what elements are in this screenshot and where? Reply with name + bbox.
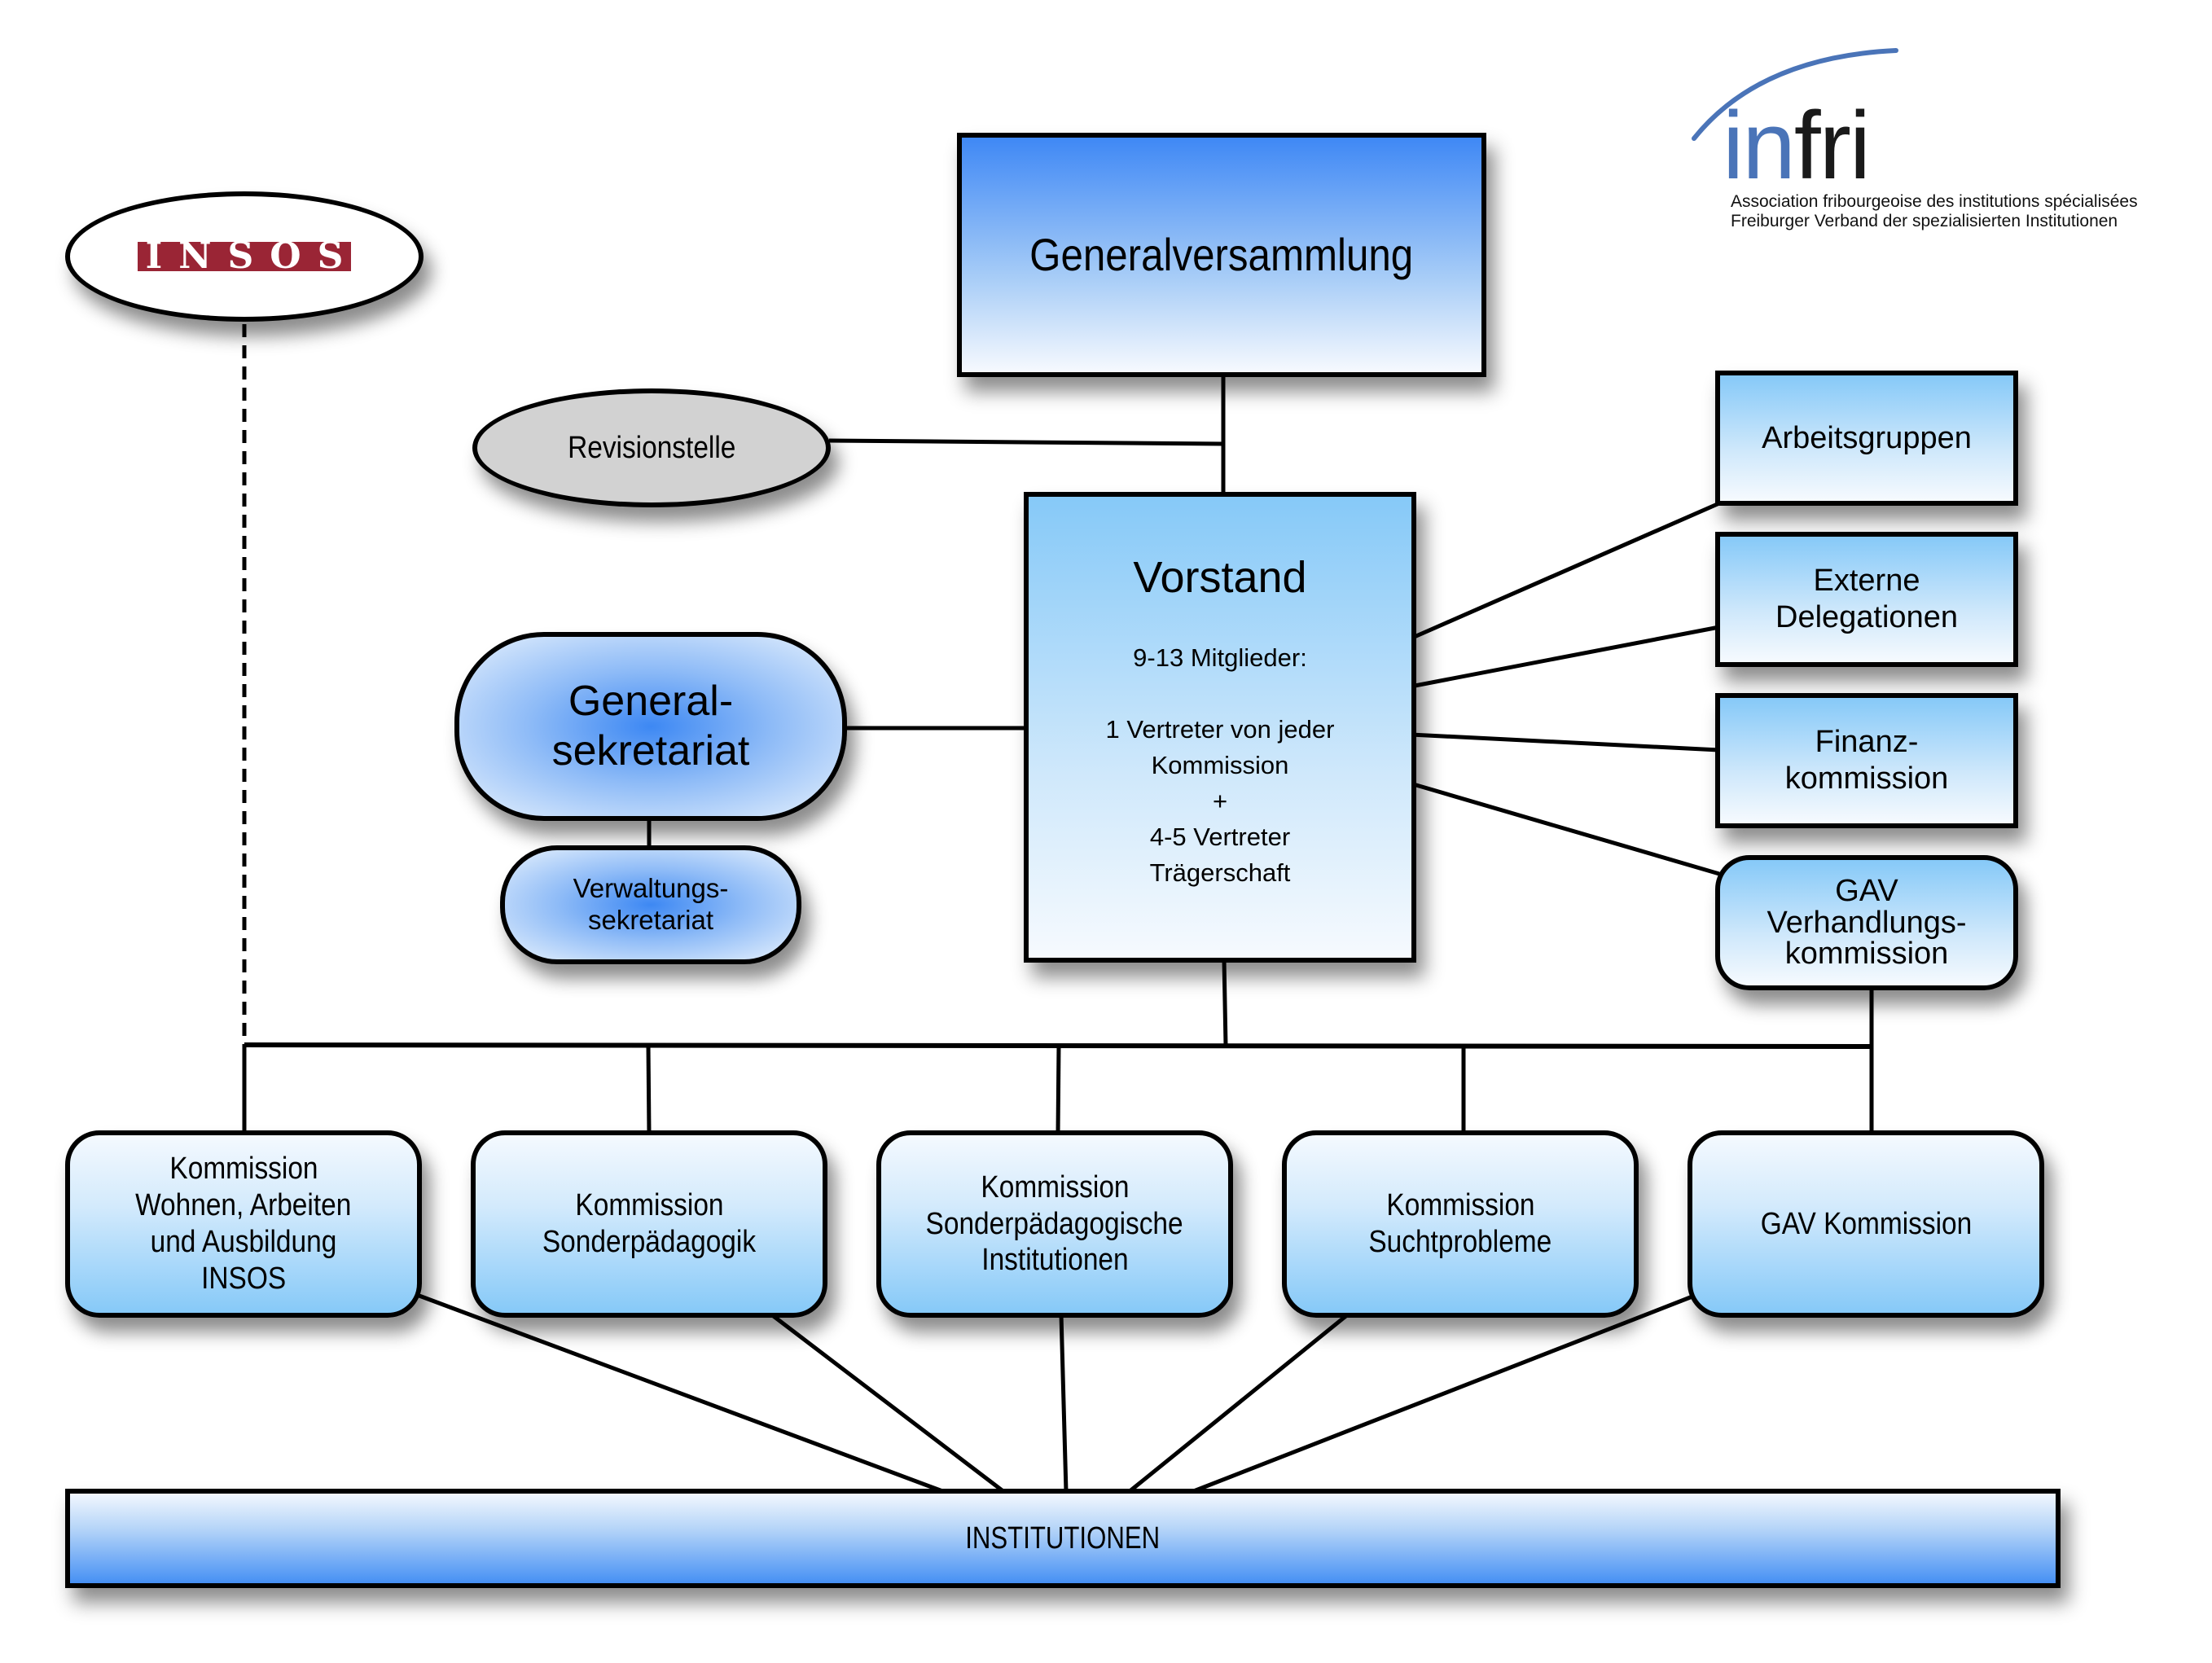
insos-letter: N (170, 239, 220, 274)
kommission-label: Kommission (574, 1188, 724, 1223)
insos-letter: S (309, 239, 352, 274)
insos-letter: I (137, 239, 171, 274)
connector-revisionstelle (828, 438, 1224, 446)
kommission-label: Kommission (1385, 1188, 1535, 1223)
connector-inst-2 (770, 1313, 1006, 1494)
insos-node[interactable]: I N S O S (65, 191, 424, 322)
generalversammlung-label: Generalversammlung (1029, 228, 1414, 280)
connector-gav-verhandlung (1410, 781, 1720, 876)
verwaltungssekretariat-label: sekretariat (587, 905, 714, 935)
connector-drop-2 (646, 1044, 652, 1134)
logo-tagline-fr: Association fribourgeoise des institutio… (1731, 192, 2138, 211)
connector-inst-5 (1191, 1292, 1697, 1494)
connector-inst-4 (1127, 1313, 1350, 1494)
vorstand-title: Vorstand (1133, 553, 1307, 602)
kommission-label: Wohnen, Arbeiten (135, 1188, 352, 1223)
kommission-label: Suchtprobleme (1368, 1225, 1552, 1259)
kommission-suchtprobleme-node[interactable]: Kommission Suchtprobleme (1282, 1130, 1639, 1318)
kommission-label: Sonderpädagogische (925, 1206, 1184, 1241)
kommission-label: GAV Kommission (1760, 1206, 1972, 1241)
institutionen-node[interactable]: INSTITUTIONEN (65, 1489, 2061, 1588)
vorstand-detail: + (1212, 786, 1228, 815)
arbeitsgruppen-label: Arbeitsgruppen (1762, 420, 1972, 455)
connector-inst-3 (1059, 1314, 1069, 1493)
externe-delegationen-label: Externe (1813, 564, 1920, 599)
externe-delegationen-node[interactable]: Externe Delegationen (1715, 532, 2018, 667)
revisionstelle-label: Revisionstelle (567, 430, 736, 465)
vorstand-node[interactable]: Vorstand 9-13 Mitglieder: 1 Vertreter vo… (1024, 492, 1416, 963)
insos-letter: O (261, 239, 309, 274)
vorstand-detail: Kommission (1151, 750, 1289, 779)
gav-verhandlungskommission-label: Verhandlungs- (1767, 905, 1967, 940)
kommission-label: Kommission (980, 1169, 1130, 1204)
kommission-label: INSOS (200, 1261, 287, 1296)
kommission-label: Institutionen (981, 1243, 1129, 1278)
connector-arbeitsgruppen (1409, 501, 1721, 641)
insos-letter: S (219, 239, 262, 274)
generalsekretariat-label: General- (568, 677, 734, 725)
vorstand-detail: 1 Vertreter von jeder (1105, 714, 1335, 744)
vorstand-detail: 4-5 Vertreter (1149, 822, 1291, 851)
gav-verhandlungskommission-label: kommission (1784, 937, 1949, 972)
arbeitsgruppen-node[interactable]: Arbeitsgruppen (1715, 371, 2018, 506)
revisionstelle-node[interactable]: Revisionstelle (472, 388, 831, 507)
generalsekretariat-label: sekretariat (551, 727, 750, 774)
kommission-label: Sonderpädagogik (542, 1225, 757, 1259)
kommission-label: und Ausbildung (150, 1225, 337, 1259)
logo-wordmark: infri (1723, 98, 1871, 194)
connector-drop-3 (1056, 1044, 1061, 1134)
connector-externe-delegationen (1410, 625, 1720, 689)
logo-prefix: in (1723, 92, 1796, 200)
externe-delegationen-label: Delegationen (1775, 600, 1958, 634)
infri-logo: infri Association fribourgeoise des inst… (1686, 41, 2207, 244)
finanzkommission-label: kommission (1784, 761, 1949, 796)
generalversammlung-node[interactable]: Generalversammlung (957, 133, 1486, 377)
kommission-sonderpaedagogik-node[interactable]: Kommission Sonderpädagogik (471, 1130, 827, 1318)
gav-verhandlungskommission-node[interactable]: GAV Verhandlungs- kommission (1715, 855, 2018, 990)
kommission-label: Kommission (169, 1152, 318, 1187)
institutionen-label: INSTITUTIONEN (965, 1520, 1161, 1555)
logo-tagline-de: Freiburger Verband der spezialisierten I… (1731, 212, 2118, 230)
finanzkommission-node[interactable]: Finanz- kommission (1715, 693, 2018, 828)
connector-finanzkommission (1410, 732, 1720, 753)
finanzkommission-label: Finanz- (1815, 725, 1919, 760)
gav-kommission-node[interactable]: GAV Kommission (1688, 1130, 2044, 1318)
connector-inst-1 (416, 1292, 946, 1494)
insos-logo: I N S O S (137, 239, 352, 274)
gav-verhandlungskommission-label: GAV (1835, 873, 1898, 908)
verwaltungssekretariat-node[interactable]: Verwaltungs- sekretariat (500, 845, 801, 964)
kommission-wohnen-node[interactable]: Kommission Wohnen, Arbeiten und Ausbildu… (65, 1130, 422, 1318)
verwaltungssekretariat-label: Verwaltungs- (573, 873, 729, 904)
connector-vorstand-bus (1222, 959, 1228, 1047)
vorstand-detail: Trägerschaft (1149, 858, 1291, 887)
vorstand-detail: 9-13 Mitglieder: (1133, 643, 1307, 672)
logo-suffix: fri (1793, 92, 1871, 200)
generalsekretariat-node[interactable]: General- sekretariat (454, 632, 847, 821)
logo-arc-icon (1692, 48, 1898, 141)
kommission-sonderpaedagogische-institutionen-node[interactable]: Kommission Sonderpädagogische Institutio… (876, 1130, 1233, 1318)
